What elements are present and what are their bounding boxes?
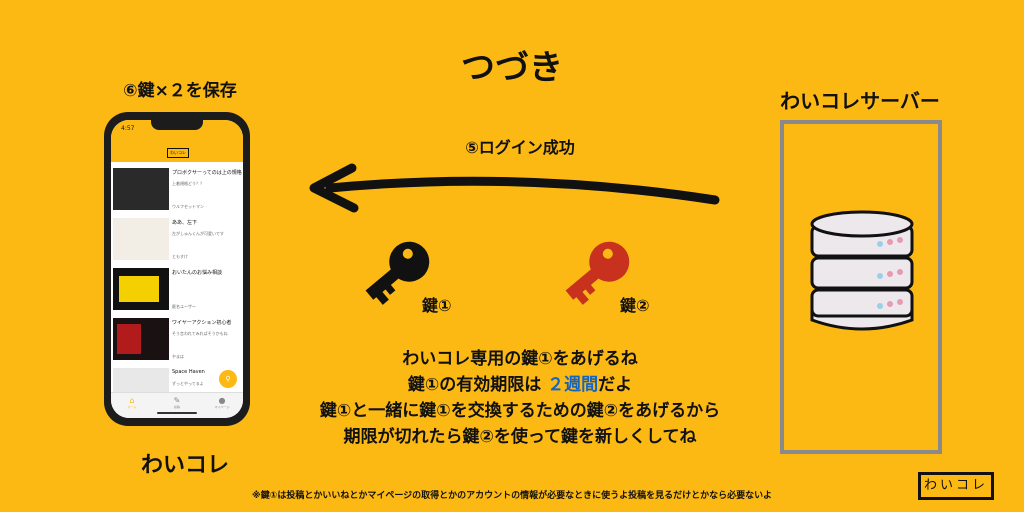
post-title: おいたんのお悩み相談 bbox=[172, 270, 223, 276]
tab-post-label: 投稿 bbox=[173, 405, 180, 409]
key-icon bbox=[565, 241, 630, 305]
database-server-icon bbox=[810, 210, 914, 331]
post-subtitle: ずっとやってるよ bbox=[172, 381, 204, 386]
post-thumbnail bbox=[113, 368, 169, 392]
explanation-line-2-pre: 鍵①の有効期限は bbox=[407, 375, 548, 395]
brand-logo: わいコレ bbox=[918, 472, 994, 500]
status-time: 4:57 bbox=[121, 125, 135, 132]
home-indicator bbox=[157, 412, 197, 414]
key-1-label: 鍵① bbox=[422, 296, 452, 315]
post-thumbnail bbox=[113, 168, 169, 210]
login-success-caption: ⑤ログイン成功 bbox=[465, 138, 575, 157]
post-author: 匿名ユーザー bbox=[172, 304, 196, 309]
key-icon bbox=[365, 241, 430, 305]
status-bar: 4:57 bbox=[111, 120, 243, 142]
tab-home[interactable]: ⌂ホーム bbox=[117, 396, 147, 409]
search-button[interactable]: ⚲ bbox=[219, 370, 237, 388]
app-header: わいコレ bbox=[111, 142, 243, 162]
post-author: ウルフセットマン bbox=[172, 204, 204, 209]
server-box bbox=[780, 120, 942, 454]
post-subtitle: そう言われてみればそうかもね bbox=[172, 331, 228, 336]
list-item[interactable]: Space Haven ずっとやってるよ bbox=[111, 364, 243, 414]
post-subtitle: 上着規格どう？？ bbox=[172, 181, 204, 186]
tab-mypage[interactable]: ●マイページ bbox=[207, 396, 237, 409]
phone-notch bbox=[151, 120, 203, 130]
footnote: ※鍵①は投稿とかいいねとかマイページの取得とかのアカウントの情報が必要なときに使… bbox=[251, 491, 772, 501]
list-item[interactable]: ああ、左下 左がしゅんくんが可愛いです ともすけ bbox=[111, 214, 243, 264]
explanation-line-1: わいコレ専用の鍵①をあげるね bbox=[402, 349, 638, 369]
tab-post[interactable]: ✎投稿 bbox=[162, 396, 192, 409]
post-author: やまは bbox=[172, 354, 184, 359]
explanation-line-4: 期限が切れたら鍵②を使って鍵を新しくしてね bbox=[343, 427, 697, 447]
validity-period: ２週間 bbox=[547, 375, 599, 395]
list-item[interactable]: プロボクサーってのは上の規格… 上着規格どう？？ ウルフセットマン bbox=[111, 164, 243, 214]
post-thumbnail bbox=[113, 318, 169, 360]
explanation-text: わいコレ専用の鍵①をあげるね 鍵①の有効期限は ２週間だよ 鍵①と一緒に鍵①を交… bbox=[260, 346, 780, 450]
tab-mypage-label: マイページ bbox=[214, 405, 230, 409]
post-title: プロボクサーってのは上の規格… bbox=[172, 170, 242, 176]
post-thumbnail bbox=[113, 268, 169, 310]
explanation-line-2-post: だよ bbox=[598, 375, 633, 395]
page-title: つづき bbox=[461, 48, 563, 88]
login-arrow bbox=[309, 163, 720, 213]
explanation-line-2: 鍵①の有効期限は ２週間だよ bbox=[260, 372, 780, 398]
phone-screen: 4:57 わいコレ プロボクサーってのは上の規格… 上着規格どう？？ ウルフセッ… bbox=[111, 120, 243, 418]
post-subtitle: 左がしゅんくんが可愛いです bbox=[172, 231, 224, 236]
tab-home-label: ホーム bbox=[127, 405, 137, 409]
save-keys-caption: ⑥鍵×２を保存 bbox=[123, 81, 237, 101]
app-header-logo: わいコレ bbox=[167, 148, 189, 158]
key-2-label: 鍵② bbox=[620, 296, 650, 315]
server-label: わいコレサーバー bbox=[780, 89, 940, 113]
explanation-line-3: 鍵①と一緒に鍵①を交換するための鍵②をあげるから bbox=[319, 401, 721, 421]
post-author: ともすけ bbox=[172, 254, 188, 259]
phone-mockup: 4:57 わいコレ プロボクサーってのは上の規格… 上着規格どう？？ ウルフセッ… bbox=[104, 112, 250, 426]
bottom-tab-bar: ⌂ホーム ✎投稿 ●マイページ bbox=[111, 392, 243, 418]
post-thumbnail bbox=[113, 218, 169, 260]
list-item[interactable]: ワイヤーアクション初心者 そう言われてみればそうかもね やまは bbox=[111, 314, 243, 364]
post-title: ああ、左下 bbox=[172, 220, 198, 226]
post-title: Space Haven bbox=[172, 369, 205, 375]
app-label: わいコレ bbox=[140, 453, 229, 478]
post-title: ワイヤーアクション初心者 bbox=[172, 320, 232, 326]
list-item[interactable]: おいたんのお悩み相談 匿名ユーザー bbox=[111, 264, 243, 314]
